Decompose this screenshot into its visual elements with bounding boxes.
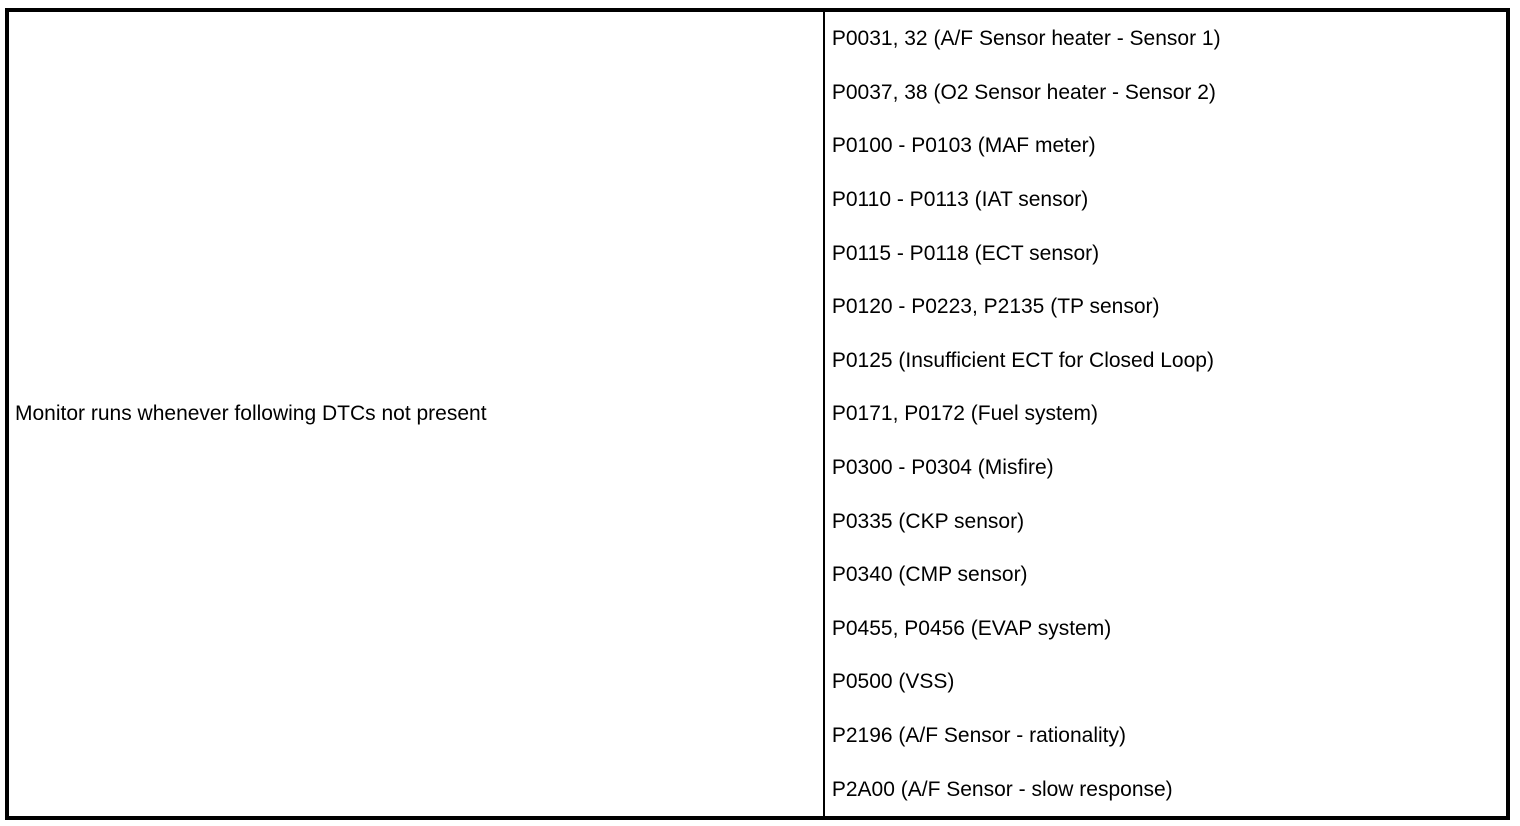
dtc-row: P0110 - P0113 (IAT sensor) xyxy=(825,173,1506,227)
dtc-code-text: P0125 (Insufficient ECT for Closed Loop) xyxy=(831,348,1214,372)
dtc-code-text: P0455, P0456 (EVAP system) xyxy=(831,616,1112,640)
monitor-condition-text: Monitor runs whenever following DTCs not… xyxy=(15,402,487,426)
dtc-row: P0037, 38 (O2 Sensor heater - Sensor 2) xyxy=(825,66,1506,120)
dtc-code-text: P0335 (CKP sensor) xyxy=(831,509,1025,533)
dtc-row: P2196 (A/F Sensor - rationality) xyxy=(825,709,1506,763)
dtc-conditions-table: Monitor runs whenever following DTCs not… xyxy=(5,8,1510,820)
dtc-row: P0300 - P0304 (Misfire) xyxy=(825,441,1506,495)
dtc-row: P0115 - P0118 (ECT sensor) xyxy=(825,226,1506,280)
dtc-code-text: P0100 - P0103 (MAF meter) xyxy=(831,134,1096,158)
dtc-code-text: P0115 - P0118 (ECT sensor) xyxy=(831,241,1100,265)
dtc-row: P2A00 (A/F Sensor - slow response) xyxy=(825,762,1506,816)
dtc-code-text: P0037, 38 (O2 Sensor heater - Sensor 2) xyxy=(831,80,1216,104)
monitor-condition-cell: Monitor runs whenever following DTCs not… xyxy=(9,12,825,816)
dtc-code-text: P0171, P0172 (Fuel system) xyxy=(831,402,1098,426)
dtc-list-cell: P0031, 32 (A/F Sensor heater - Sensor 1)… xyxy=(825,12,1506,816)
dtc-row: P0100 - P0103 (MAF meter) xyxy=(825,119,1506,173)
dtc-code-text: P0340 (CMP sensor) xyxy=(831,563,1028,587)
dtc-row: P0120 - P0223, P2135 (TP sensor) xyxy=(825,280,1506,334)
dtc-row: P0340 (CMP sensor) xyxy=(825,548,1506,602)
dtc-code-text: P0300 - P0304 (Misfire) xyxy=(831,455,1054,479)
dtc-row: P0171, P0172 (Fuel system) xyxy=(825,387,1506,441)
dtc-row: P0125 (Insufficient ECT for Closed Loop) xyxy=(825,334,1506,388)
dtc-code-text: P0031, 32 (A/F Sensor heater - Sensor 1) xyxy=(831,27,1221,51)
dtc-row: P0455, P0456 (EVAP system) xyxy=(825,602,1506,656)
dtc-code-text: P0120 - P0223, P2135 (TP sensor) xyxy=(831,295,1160,319)
dtc-code-text: P0500 (VSS) xyxy=(831,670,955,694)
dtc-row: P0031, 32 (A/F Sensor heater - Sensor 1) xyxy=(825,12,1506,66)
dtc-row: P0335 (CKP sensor) xyxy=(825,494,1506,548)
dtc-code-text: P0110 - P0113 (IAT sensor) xyxy=(831,187,1089,211)
dtc-row: P0500 (VSS) xyxy=(825,655,1506,709)
dtc-code-text: P2196 (A/F Sensor - rationality) xyxy=(831,723,1126,747)
dtc-code-text: P2A00 (A/F Sensor - slow response) xyxy=(831,777,1173,801)
